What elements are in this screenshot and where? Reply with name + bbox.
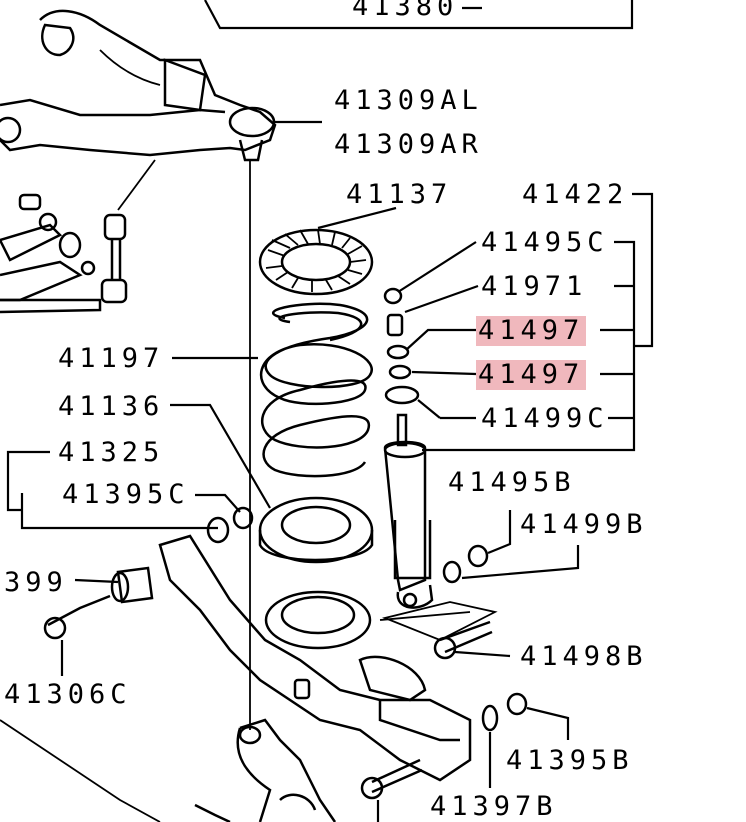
leaders-41422 bbox=[397, 192, 654, 452]
spring-seat-lower bbox=[258, 496, 374, 564]
label-41137: 41137 bbox=[346, 179, 453, 210]
label-41395C: 41395C bbox=[62, 479, 190, 510]
leaders-left bbox=[6, 356, 271, 676]
knuckle bbox=[0, 718, 337, 822]
bracket-41380 bbox=[204, 0, 634, 30]
upper-arm bbox=[0, 9, 277, 162]
label-41309AL: 41309AL bbox=[334, 85, 483, 116]
label-399: 399 bbox=[4, 567, 68, 598]
spring-seat-upper bbox=[258, 206, 397, 296]
label-41499C: 41499C bbox=[481, 403, 609, 434]
label-41325: 41325 bbox=[58, 437, 165, 468]
label-41495C: 41495C bbox=[481, 227, 609, 258]
lower-arm bbox=[158, 534, 498, 782]
label-41395B: 41395B bbox=[506, 745, 634, 776]
label-41497-first: 41497 bbox=[476, 315, 587, 346]
label-41380: 41380 bbox=[352, 0, 459, 22]
label-41422: 41422 bbox=[522, 179, 629, 210]
label-41136: 41136 bbox=[58, 391, 165, 422]
label-41495B: 41495B bbox=[448, 467, 576, 498]
label-41197: 41197 bbox=[58, 343, 165, 374]
label-41309AR: 41309AR bbox=[334, 129, 483, 160]
label-41497-second: 41497 bbox=[476, 359, 587, 390]
label-41499B: 41499B bbox=[520, 509, 648, 540]
shock-absorber bbox=[383, 287, 434, 609]
label-41971: 41971 bbox=[481, 271, 588, 302]
label-41498B: 41498B bbox=[520, 641, 648, 672]
coil-spring bbox=[260, 302, 373, 478]
bolts-right bbox=[360, 510, 580, 822]
label-41397B: 41397B bbox=[430, 791, 558, 822]
stabilizer-parts bbox=[0, 159, 156, 314]
label-41306C: 41306C bbox=[4, 679, 132, 710]
bushings-left bbox=[43, 506, 254, 640]
